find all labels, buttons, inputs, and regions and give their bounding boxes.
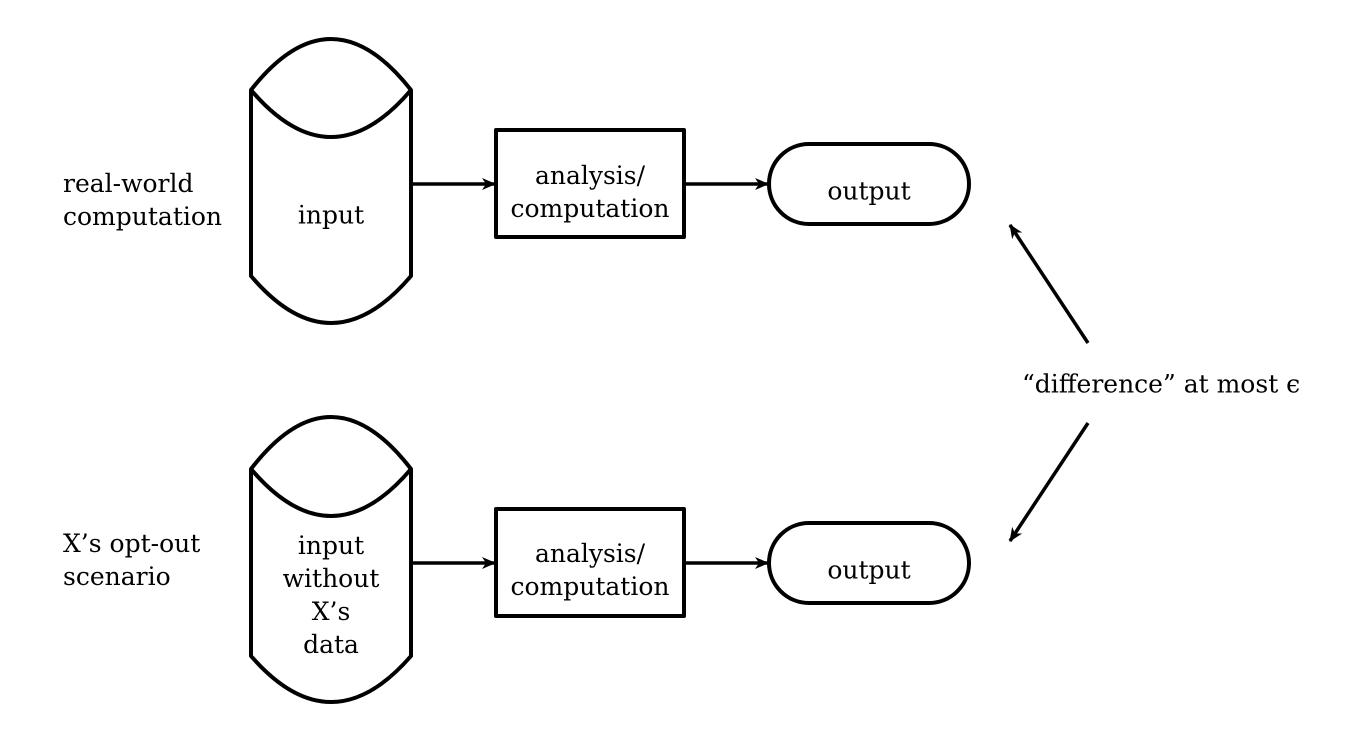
analysis-label-line: analysis/ xyxy=(534,539,646,568)
input-label-line: X’s xyxy=(311,597,351,626)
analysis-label-line: computation xyxy=(510,194,670,223)
row-label-real-world: real-world computation xyxy=(63,167,222,233)
row-label-line: scenario xyxy=(63,562,171,591)
arrow-difference-to-output-2 xyxy=(1008,422,1090,542)
output-label-1: output xyxy=(827,176,911,206)
output-terminal-1 xyxy=(767,142,971,226)
row-label-line: computation xyxy=(63,202,223,231)
analysis-label-1: analysis/ computation xyxy=(510,159,669,225)
input-label-2: input without X’s data xyxy=(283,529,380,661)
input-label-line: input xyxy=(297,200,365,230)
input-label-1: input xyxy=(298,199,364,232)
input-label-line: without xyxy=(282,564,380,593)
row-label-line: real-world xyxy=(63,169,194,198)
row-label-opt-out: X’s opt-out scenario xyxy=(63,527,200,593)
analysis-label-line: computation xyxy=(510,572,670,601)
analysis-label-line: analysis/ xyxy=(534,161,646,190)
output-label-2: output xyxy=(827,555,911,585)
output-terminal-2 xyxy=(767,521,971,605)
arrow-difference-to-output-1 xyxy=(1008,224,1090,344)
row-label-line: X’s opt-out xyxy=(63,529,201,558)
input-storage-inner-curve-2 xyxy=(249,467,413,518)
input-storage-inner-curve-1 xyxy=(249,88,413,139)
input-label-line: input xyxy=(297,531,365,560)
input-storage-shape-1 xyxy=(249,37,413,325)
difference-label: “difference” at most ϵ xyxy=(1022,369,1301,399)
input-label-line: data xyxy=(303,630,359,659)
analysis-label-2: analysis/ computation xyxy=(510,537,669,603)
